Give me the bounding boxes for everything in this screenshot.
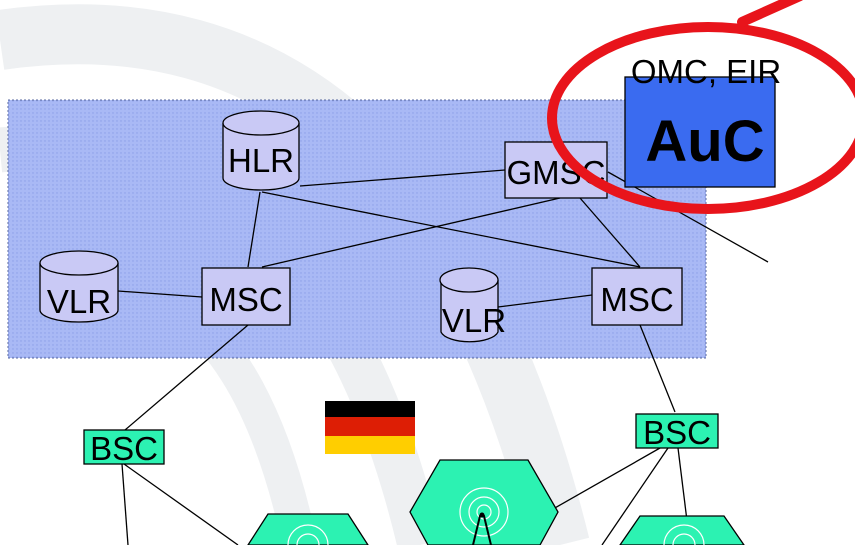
link-vlr-msc-left	[117, 290, 203, 298]
hlr-database: HLR	[222, 110, 300, 191]
bts-cell-right	[619, 515, 745, 545]
link-msc-left-bsc-left	[124, 324, 249, 431]
link-vlr-msc-right	[497, 294, 593, 308]
auc-label: AuC	[645, 109, 764, 174]
bts-cell-left	[247, 513, 369, 545]
vlr-right-label: VLR	[442, 302, 506, 339]
msc-left-label: MSC	[209, 281, 282, 318]
bsc-left-node: BSC	[83, 429, 165, 467]
gmsc-node: GMSC	[504, 141, 608, 199]
bsc-right-label: BSC	[643, 414, 711, 451]
antenna-wave-icon	[459, 487, 509, 537]
vlr-left-label: VLR	[47, 283, 111, 320]
link-bsc-left-bts-a	[121, 463, 129, 545]
link-bsc-left-bts-b	[123, 463, 239, 545]
highlight-pointer	[737, 0, 803, 27]
link-hlr-gmsc	[299, 169, 506, 187]
msc-left-node: MSC	[201, 267, 291, 326]
antenna-wave-icon	[663, 524, 705, 545]
connection-lines	[117, 169, 769, 545]
german-flag-icon	[325, 401, 415, 454]
vlr-right-database: VLR	[439, 267, 506, 343]
bsc-right-node: BSC	[635, 413, 719, 451]
link-gmsc-msc-left	[261, 197, 561, 268]
link-gmsc-msc-right	[579, 197, 641, 268]
link-hlr-msc-left	[247, 191, 261, 268]
omc-eir-label: OMC, EIR	[631, 53, 781, 90]
msc-right-label: MSC	[600, 281, 673, 318]
link-bsc-right-bts-d	[601, 447, 669, 545]
link-msc-right-bsc-right	[639, 324, 676, 413]
highlight-ring	[547, 0, 855, 214]
bts-cell-center	[409, 459, 559, 545]
antenna-wave-icon	[287, 524, 329, 545]
vlr-left-database: VLR	[39, 250, 119, 323]
bsc-left-label: BSC	[90, 430, 158, 467]
hlr-label: HLR	[228, 142, 294, 179]
auc-node: OMC, EIR AuC	[624, 53, 781, 188]
link-hlr-msc-right	[261, 191, 641, 268]
msc-right-node: MSC	[591, 267, 683, 326]
